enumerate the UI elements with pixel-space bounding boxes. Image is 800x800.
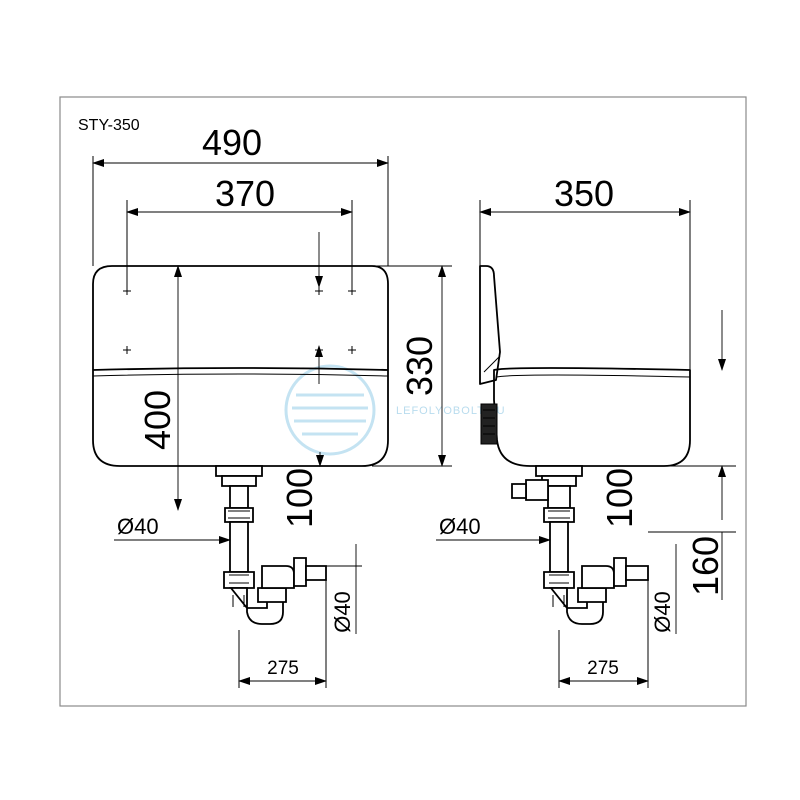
- front-basin-body: [92, 265, 389, 467]
- front-drain-assembly: [215, 465, 327, 625]
- watermark-text: LEFOLYOBOLT.HU: [396, 405, 506, 417]
- dim-side-outlet-diameter: Ø40: [439, 514, 481, 539]
- dim-side-outlet-depth: 100: [599, 468, 640, 528]
- side-view: 350 100 160 Ø40 Ø40 275: [436, 173, 736, 688]
- dim-mount-height: 400: [137, 390, 178, 450]
- front-view: 490 370 330 400 100 Ø40 Ø40 275: [92, 122, 452, 688]
- watermark-logo: LEFOLYOBOLT.HU: [284, 364, 506, 456]
- front-mounting-holes: [123, 287, 356, 354]
- model-label: STY-350: [78, 117, 140, 134]
- dim-outlet-diameter: Ø40: [117, 514, 159, 539]
- dim-mount-spacing: 370: [215, 173, 275, 214]
- dim-side-trap-offset: 275: [587, 658, 619, 679]
- dim-overall-width: 490: [202, 122, 262, 163]
- dim-side-trap-diameter: Ø40: [650, 591, 675, 633]
- dim-height: 330: [399, 336, 440, 396]
- dim-trap-diameter: Ø40: [330, 591, 355, 633]
- side-basin-body: [493, 367, 691, 467]
- drawing-frame: [59, 96, 747, 707]
- dim-trap-height: 160: [685, 536, 726, 596]
- side-drain-assembly: [511, 465, 649, 625]
- dim-depth: 350: [554, 173, 614, 214]
- dim-trap-offset: 275: [267, 658, 299, 679]
- side-back-plate: [479, 265, 501, 385]
- front-rim-line: [92, 367, 389, 371]
- dim-outlet-depth: 100: [279, 468, 320, 528]
